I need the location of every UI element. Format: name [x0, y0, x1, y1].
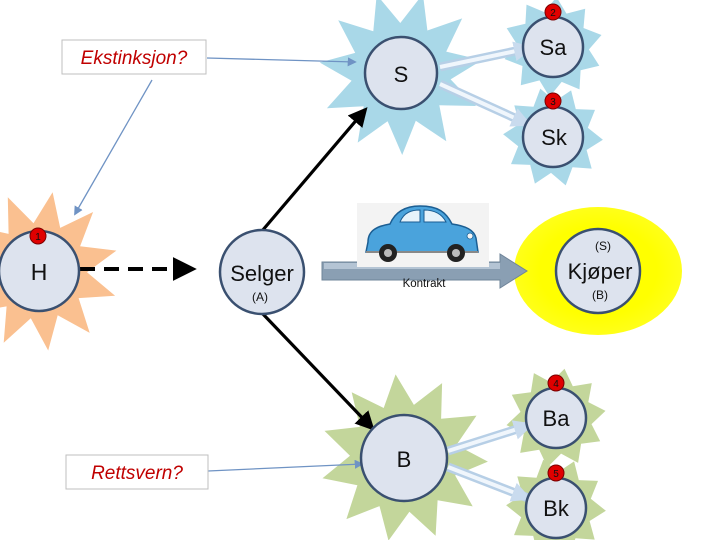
badge-2: 2 [544, 3, 562, 21]
ekstinksjon-box: Ekstinksjon? [61, 39, 207, 75]
node-ba: Ba [524, 386, 588, 450]
s-to-sa-arrow [439, 41, 534, 72]
node-h-label: H [31, 259, 48, 285]
badge-3: 3 [544, 92, 562, 110]
node-sk: Sk [521, 105, 585, 169]
selger-to-b-arrow [260, 311, 375, 431]
ekstinksjon-label: Ekstinksjon? [81, 48, 188, 69]
node-b: B [359, 413, 449, 503]
node-selger-label: Selger [230, 261, 294, 286]
badge-5: 5 [547, 464, 565, 482]
node-selger: Selger (A) [218, 228, 306, 316]
node-ba-label: Ba [543, 406, 571, 431]
badge-5-label: 5 [553, 469, 559, 480]
b-to-ba-arrow [446, 420, 534, 456]
b-to-bk-arrow [446, 462, 532, 503]
badge-2-label: 2 [550, 8, 556, 19]
rettsvern-box: Rettsvern? [65, 454, 209, 490]
badge-4-label: 4 [553, 379, 559, 390]
selger-to-s-arrow [260, 107, 368, 233]
rettsvern-arrow [207, 459, 364, 472]
node-sk-label: Sk [541, 125, 568, 150]
node-s: S [363, 35, 439, 111]
kontrakt-label: Kontrakt [403, 278, 447, 290]
car-icon [357, 203, 489, 267]
badge-4: 4 [547, 374, 565, 392]
rettsvern-label: Rettsvern? [91, 463, 183, 484]
node-kjoper: (S) Kjøper (B) [554, 227, 642, 315]
s-to-sk-arrow [438, 79, 532, 129]
node-bk-label: Bk [543, 496, 570, 521]
node-sa-label: Sa [540, 35, 568, 60]
node-kjoper-label: Kjøper [568, 259, 633, 284]
node-b-label: B [397, 447, 412, 472]
node-s-label: S [394, 62, 409, 87]
badge-1: 1 [29, 227, 47, 245]
badge-1-label: 1 [35, 232, 41, 243]
node-bk: Bk [524, 476, 588, 540]
node-selger-sublabel: (A) [252, 290, 268, 304]
node-sa: Sa [521, 15, 585, 79]
badge-3-label: 3 [550, 97, 556, 108]
ekstinksjon-arrow [206, 57, 357, 67]
node-kjoper-sublabel: (B) [592, 288, 608, 302]
node-kjoper-toplabel: (S) [595, 239, 611, 253]
ekstinksjon-to-h-arrow [74, 79, 153, 216]
